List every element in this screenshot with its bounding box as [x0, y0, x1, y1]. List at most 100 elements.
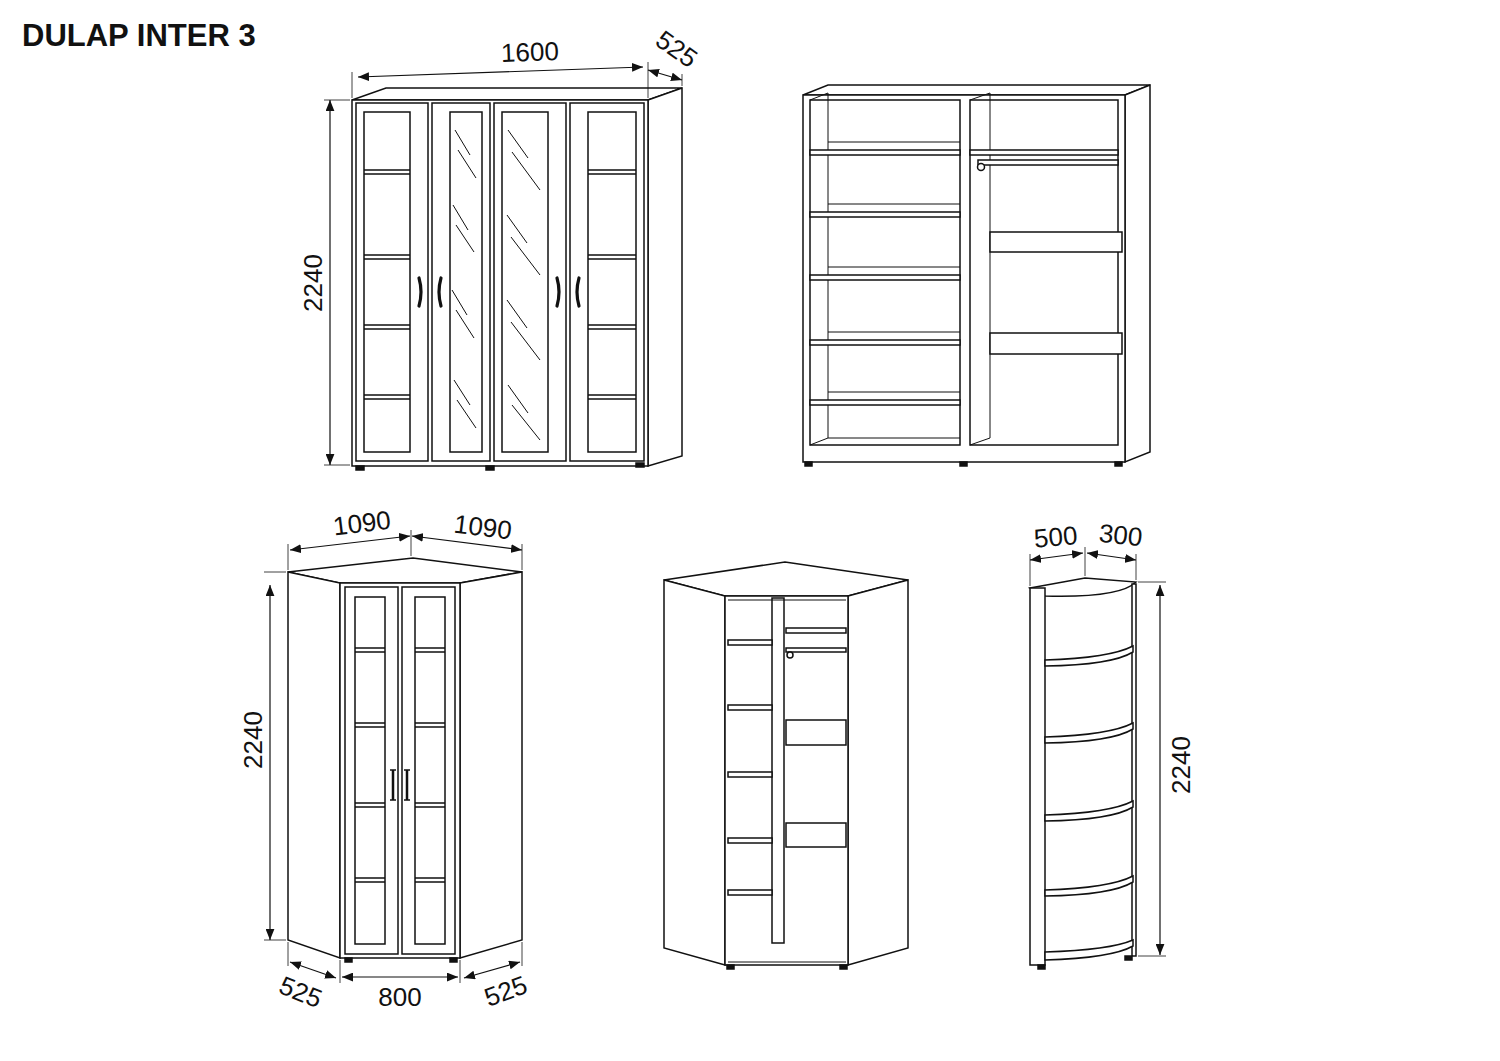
- corner-wardrobe-front: [288, 558, 522, 962]
- wardrobe-front-part-part: [452, 130, 476, 428]
- wardrobe-interior-part: [803, 85, 1150, 95]
- wardrobe-front-part-part: [450, 112, 482, 452]
- corner-wardrobe-interior-part: [728, 600, 846, 962]
- corner-wardrobe-interior-part: [848, 580, 908, 965]
- dimension-label: 525: [276, 972, 326, 1012]
- wardrobe-interior-part: [810, 340, 960, 345]
- dimension-lines-part: [682, 74, 683, 86]
- corner-wardrobe-front-part: [355, 648, 445, 882]
- wardrobe-front-part: [364, 112, 636, 452]
- corner-wardrobe-interior-part-part: [728, 600, 846, 962]
- dimension-label: 800: [378, 984, 421, 1010]
- corner-wardrobe-interior-part: [728, 705, 772, 710]
- dimension-lines-part: [1030, 547, 1136, 586]
- wardrobe-interior: [803, 85, 1150, 466]
- dimension-label: 525: [652, 26, 702, 72]
- wardrobe-front-part: [356, 466, 364, 470]
- wardrobe-front-part: [419, 278, 579, 306]
- corner-wardrobe-interior-part: [786, 823, 846, 847]
- corner-shelf: [1030, 578, 1136, 969]
- wardrobe-front-part-part: [364, 170, 410, 399]
- wardrobe-front-part-part: [588, 112, 636, 452]
- drawing-title: DULAP INTER 3: [22, 18, 256, 54]
- dimension-label: 525: [481, 971, 531, 1010]
- corner-wardrobe-interior-part: [727, 965, 734, 969]
- wardrobe-interior-part: [810, 93, 990, 445]
- corner-wardrobe-front-part: [355, 597, 385, 944]
- dimension-label: 1090: [332, 507, 393, 540]
- corner-wardrobe-interior-part: [728, 640, 772, 645]
- dimension-lines-part: [352, 62, 648, 98]
- wardrobe-interior-part: [805, 462, 812, 466]
- corner-shelf-part-part: [1045, 801, 1133, 821]
- wardrobe-front-part: [432, 103, 490, 461]
- wardrobe-front-part: [356, 103, 428, 461]
- dimension-label: 1600: [501, 38, 560, 66]
- wardrobe-front-part: [494, 103, 566, 461]
- wardrobe-front-part: [352, 88, 682, 100]
- wardrobe-front-part-part: [439, 278, 441, 306]
- dimension-lines-part: [1030, 553, 1083, 560]
- corner-wardrobe-interior-part: [786, 648, 846, 652]
- corner-shelf-part: [1030, 578, 1136, 596]
- corner-wardrobe-interior-part: [840, 965, 847, 969]
- corner-wardrobe-front-part-part: [355, 648, 385, 882]
- dimension-lines-part: [648, 70, 682, 80]
- corner-shelf-part: [1132, 584, 1136, 956]
- wardrobe-interior-part: [970, 150, 1118, 155]
- dimension-label: 2240: [1168, 736, 1194, 794]
- dimension-label: 2240: [240, 711, 266, 769]
- dimension-lines-part: [264, 572, 286, 940]
- corner-wardrobe-front-part: [340, 583, 460, 958]
- corner-wardrobe-front-part: [345, 958, 352, 962]
- wardrobe-interior-part: [978, 160, 1118, 165]
- dimension-lines-part: [288, 942, 522, 983]
- wardrobe-front-part: [352, 100, 648, 466]
- wardrobe-front-part: [364, 112, 410, 452]
- wardrobe-front-part: [486, 466, 494, 470]
- wardrobe-front: [352, 88, 682, 470]
- corner-wardrobe-interior-part: [728, 890, 772, 895]
- corner-shelf-part-part: [1045, 646, 1133, 666]
- dimension-lines-part: [1138, 582, 1166, 956]
- wardrobe-interior-part: [960, 462, 967, 466]
- wardrobe-front-part: [570, 103, 644, 461]
- corner-wardrobe-front-part-part: [415, 648, 445, 882]
- corner-shelf-part: [1045, 646, 1133, 960]
- dimension-lines-part: [290, 536, 410, 550]
- corner-wardrobe-front-part: [450, 958, 457, 962]
- wardrobe-front-part: [648, 88, 682, 466]
- corner-wardrobe-interior-part: [728, 838, 772, 843]
- dimension-label: 500: [1033, 522, 1078, 552]
- wardrobe-front-part-part: [577, 278, 579, 306]
- wardrobe-interior-part-part: [810, 93, 828, 445]
- dimension-lines-part: [269, 585, 270, 940]
- wardrobe-interior-part-part: [828, 142, 960, 438]
- wardrobe-front-part-part: [502, 112, 548, 452]
- dimension-lines: [264, 62, 1166, 983]
- corner-wardrobe-interior: [664, 562, 908, 969]
- corner-shelf-part: [1038, 965, 1045, 969]
- dimension-label: 1090: [453, 511, 514, 544]
- corner-wardrobe-front-part: [288, 572, 340, 958]
- wardrobe-interior-part: [810, 400, 960, 405]
- corner-wardrobe-interior-part: [725, 596, 848, 965]
- corner-shelf-part-part: [1045, 940, 1133, 960]
- dimension-lines-part: [1087, 553, 1136, 560]
- wardrobe-interior-part: [990, 333, 1122, 354]
- wardrobe-interior-part: [810, 100, 960, 445]
- corner-shelf-part-part: [1045, 876, 1133, 896]
- wardrobe-front-part-part: [557, 278, 559, 306]
- wardrobe-interior-part: [810, 212, 960, 217]
- dimension-lines-part: [324, 100, 350, 465]
- dimension-lines-part: [1159, 585, 1160, 955]
- corner-wardrobe-front-part-part: [390, 770, 410, 800]
- corner-wardrobe-interior-part: [664, 580, 725, 965]
- corner-shelf-part: [1030, 588, 1045, 965]
- corner-wardrobe-front-part-part: [393, 770, 407, 800]
- dimension-lines-part: [342, 976, 458, 977]
- dimension-label: 2240: [300, 254, 326, 312]
- wardrobe-interior-part: [1115, 462, 1122, 466]
- wardrobe-interior-part: [978, 164, 985, 171]
